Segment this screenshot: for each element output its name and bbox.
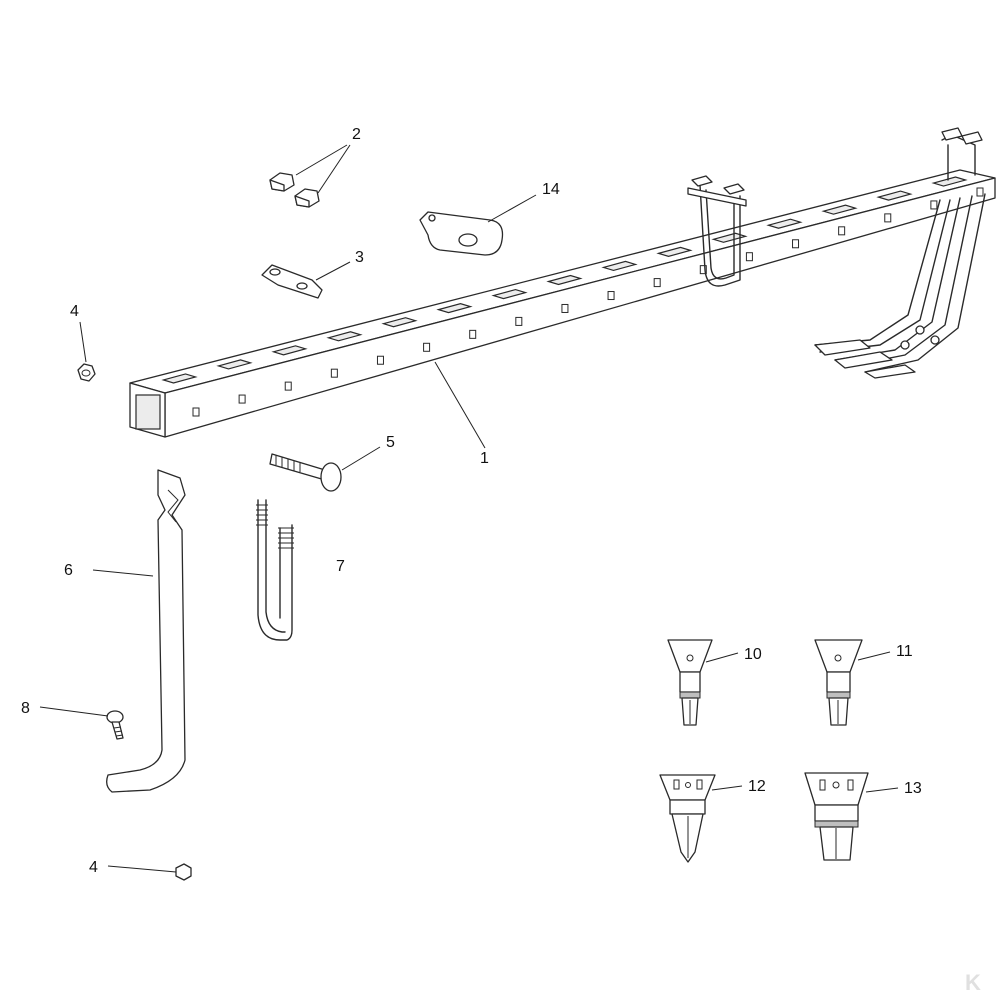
callout-10: 10 — [744, 646, 762, 663]
frame-tube-part — [129, 169, 996, 438]
callout-13: 13 — [904, 780, 922, 797]
frame-hole — [653, 278, 661, 288]
callout-labels: 1 2 3 4 4 5 6 7 8 10 11 12 13 14 — [21, 126, 922, 876]
frame-slot — [161, 373, 198, 384]
tip-part-11 — [814, 639, 863, 726]
frame-hole — [607, 291, 615, 301]
frame-slot — [491, 288, 528, 300]
callout-4-lower: 4 — [89, 859, 98, 876]
nut-part-lower — [175, 863, 192, 881]
tip-part-13 — [804, 772, 869, 861]
hex-nut-pair-part — [269, 172, 320, 208]
frame-hole — [376, 355, 384, 365]
frame-hole — [423, 342, 431, 352]
frame-hole — [699, 265, 707, 275]
frame-hole — [838, 226, 846, 236]
frame-slot — [216, 359, 253, 370]
frame-slot — [436, 303, 473, 314]
frame-hole — [284, 381, 292, 391]
plate-part — [261, 264, 323, 299]
frame-slot — [656, 246, 693, 257]
brand-logo: K — [965, 970, 981, 995]
frame-slot — [381, 317, 418, 328]
callout-4-upper: 4 — [70, 303, 79, 320]
carriage-bolt-part — [269, 453, 342, 492]
callout-11: 11 — [896, 643, 913, 660]
u-bolt-part — [256, 499, 294, 641]
small-bolt-part — [106, 710, 124, 740]
frame-hole — [330, 368, 338, 378]
callout-7: 7 — [336, 558, 345, 575]
callout-6: 6 — [64, 562, 73, 579]
frame-slot — [326, 331, 363, 342]
callout-14: 14 — [542, 181, 560, 198]
callout-1: 1 — [480, 450, 489, 467]
frame-slot — [711, 232, 748, 243]
callout-12: 12 — [748, 778, 766, 795]
callout-2: 2 — [352, 126, 361, 143]
watermark-text: K — [965, 970, 981, 995]
nut-part-upper — [77, 363, 96, 382]
frame-slot — [766, 218, 803, 229]
callout-5: 5 — [386, 434, 395, 451]
tip-part-10 — [667, 639, 713, 726]
frame-slot — [271, 345, 308, 356]
frame-clamp — [687, 175, 747, 287]
frame-slot — [601, 260, 638, 272]
leader-lines — [39, 144, 899, 873]
frame-hole — [561, 303, 569, 313]
callout-3: 3 — [355, 249, 364, 266]
frame-hole — [884, 213, 892, 223]
tine-assembly — [814, 127, 986, 379]
frame-slot — [546, 274, 583, 286]
frame-slot — [876, 190, 913, 201]
frame-hole — [792, 239, 800, 249]
frame-hole — [469, 329, 477, 339]
tip-part-12 — [659, 774, 716, 863]
frame-hole — [238, 394, 246, 404]
callout-8: 8 — [21, 700, 30, 717]
frame-slot — [821, 204, 858, 215]
frame-hole — [930, 200, 938, 210]
spring-tine-part — [106, 469, 186, 793]
frame-hole — [745, 252, 753, 262]
bracket-part — [419, 211, 504, 256]
frame-hole — [976, 187, 984, 197]
frame-hole — [192, 407, 200, 417]
frame-hole — [515, 316, 523, 326]
